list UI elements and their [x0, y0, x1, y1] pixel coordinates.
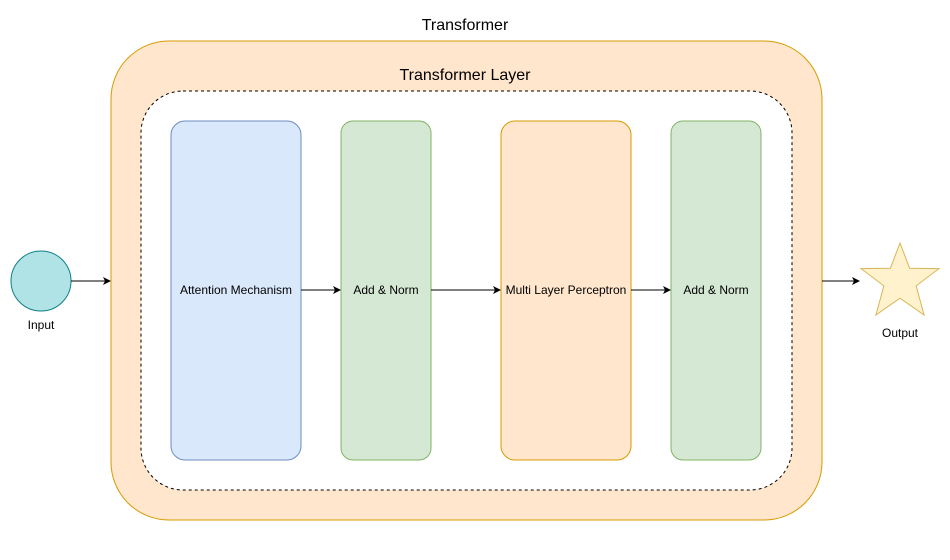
- mlp-block[interactable]: Multi Layer Perceptron: [500, 120, 632, 461]
- transformer-title: Transformer: [422, 17, 509, 34]
- add-norm-block-2[interactable]: Add & Norm: [670, 120, 762, 461]
- add-norm-label-2: Add & Norm: [683, 283, 748, 297]
- add-norm-block-1[interactable]: Add & Norm: [340, 120, 432, 461]
- mlp-label: Multi Layer Perceptron: [506, 283, 627, 297]
- input-circle-icon[interactable]: [10, 250, 72, 312]
- input-label: Input: [28, 318, 55, 332]
- attention-label: Attention Mechanism: [180, 283, 292, 297]
- add-norm-label-1: Add & Norm: [353, 283, 418, 297]
- attention-block[interactable]: Attention Mechanism: [170, 120, 302, 461]
- transformer-layer-title: Transformer Layer: [400, 67, 532, 84]
- output-star-icon[interactable]: [859, 241, 941, 317]
- output-label: Output: [882, 326, 919, 340]
